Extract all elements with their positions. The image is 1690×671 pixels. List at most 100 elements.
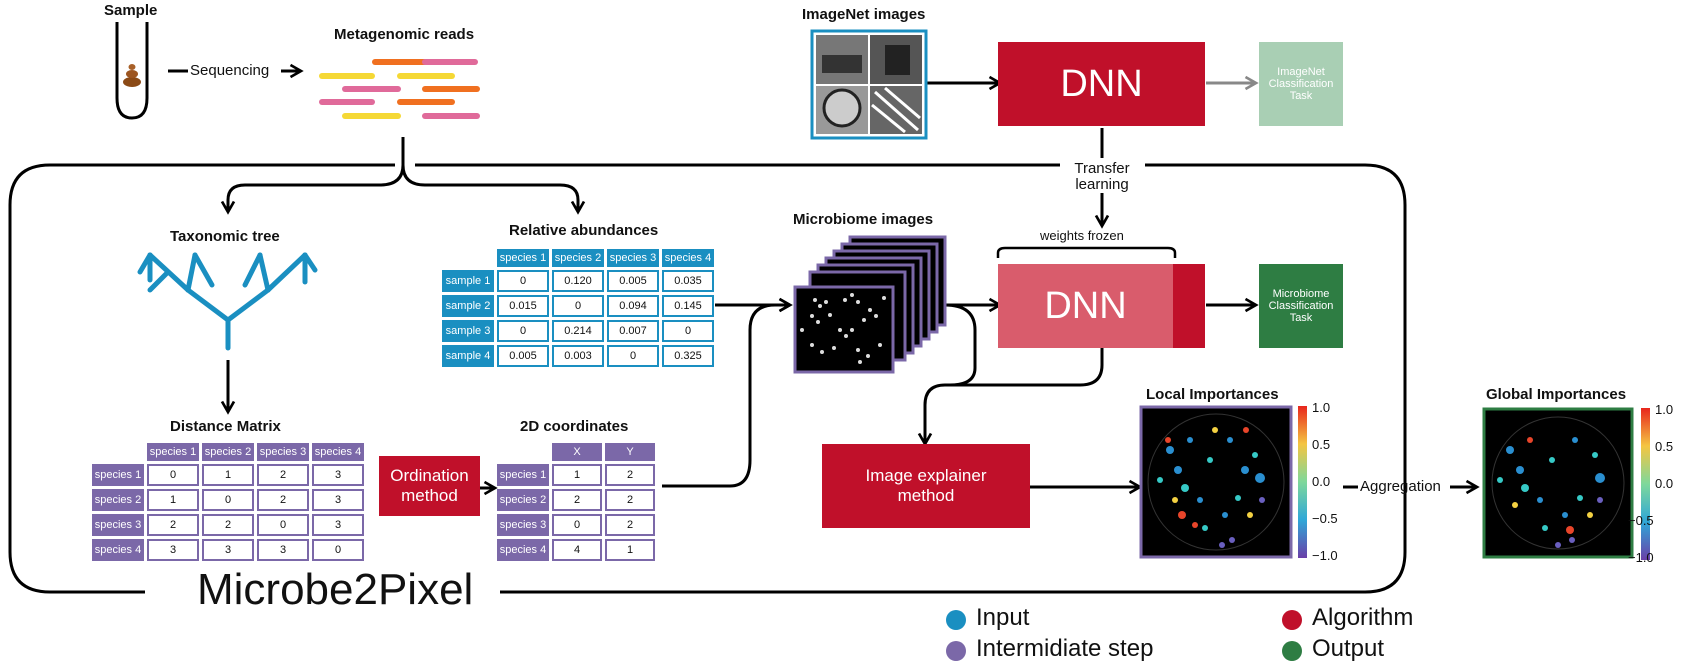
table-header: species 4 <box>662 249 714 267</box>
row-label: species 1 <box>497 464 549 486</box>
sample-label: Sample <box>104 2 158 19</box>
table-header: species 3 <box>607 249 659 267</box>
table-cell: 2 <box>147 514 199 536</box>
table-cell: 0.035 <box>662 270 714 292</box>
cbar-tick: 1.0 <box>1655 402 1674 417</box>
aggregation-label: Aggregation <box>1360 478 1441 495</box>
table-row: species 4 3 3 3 0 <box>92 539 364 561</box>
legend-label-input: Input <box>976 604 1030 631</box>
cbar-tick: −0.5 <box>1628 513 1654 528</box>
dnn-finetune-box: DNN <box>998 264 1173 348</box>
table-cell: 0 <box>662 320 714 342</box>
table-cell: 0.094 <box>607 295 659 317</box>
global-importances-label: Global Importances <box>1486 386 1627 403</box>
legend-label-algorithm: Algorithm <box>1312 604 1414 631</box>
table-row: species 3 2 2 0 3 <box>92 514 364 536</box>
diagram-title: Microbe2Pixel <box>197 565 474 614</box>
table-row: species 2 1 0 2 3 <box>92 489 364 511</box>
legend-label-intermediate: Intermidiate step <box>976 635 1154 662</box>
imagenet-classification-task-box: ImageNet Classification Task <box>1259 42 1343 126</box>
cbar-tick: 0.0 <box>1312 474 1331 489</box>
cbar-tick: 1.0 <box>1312 400 1331 415</box>
cbar-tick: 0.5 <box>1655 439 1674 454</box>
transfer-label: Transfer <box>1074 160 1130 177</box>
table-row: species 3 0 2 <box>497 514 655 536</box>
dnn-pretrained-box: DNN <box>998 42 1205 126</box>
table-cell: 0 <box>497 270 549 292</box>
local-colorbar <box>1298 406 1307 558</box>
imagenet-images-thumbnail <box>810 29 928 140</box>
table-row: sample 2 0.015 0 0.094 0.145 <box>442 295 714 317</box>
table-cell: 0.003 <box>552 345 604 367</box>
row-label: sample 3 <box>442 320 494 342</box>
table-cell: 2 <box>202 514 254 536</box>
row-label: sample 4 <box>442 345 494 367</box>
table-cell: 0 <box>497 320 549 342</box>
row-label: species 1 <box>92 464 144 486</box>
row-label: species 2 <box>497 489 549 511</box>
coordinates-2d-table: X Y species 1 1 2 species 2 2 2 species … <box>494 440 658 564</box>
legend-dot-intermediate <box>946 641 966 661</box>
table-cell: 0 <box>202 489 254 511</box>
ordination-method-box: Ordination method <box>379 456 480 516</box>
table-cell: 2 <box>552 489 602 511</box>
row-label: species 2 <box>92 489 144 511</box>
table-header: species 4 <box>312 443 364 461</box>
distance-matrix-table: species 1 species 2 species 3 species 4 … <box>89 440 367 564</box>
table-cell: 0.007 <box>607 320 659 342</box>
table-cell: 2 <box>257 464 309 486</box>
microbiome-image-stack <box>793 235 947 374</box>
table-cell: 3 <box>312 464 364 486</box>
table-cell: 2 <box>605 464 655 486</box>
microbiome-images-label: Microbiome images <box>793 211 934 228</box>
row-label: sample 2 <box>442 295 494 317</box>
row-label: species 3 <box>497 514 549 536</box>
table-cell: 2 <box>605 489 655 511</box>
table-cell: 3 <box>257 539 309 561</box>
cbar-tick: 0.5 <box>1312 437 1331 452</box>
legend-dot-output <box>1282 641 1302 661</box>
taxonomic-tree-label: Taxonomic tree <box>170 228 280 245</box>
table-cell: 1 <box>552 464 602 486</box>
weights-frozen-label: weights frozen <box>1040 228 1124 243</box>
row-label: species 4 <box>497 539 549 561</box>
microbiome-classification-task-box: Microbiome Classification Task <box>1259 264 1343 348</box>
table-cell: 0 <box>312 539 364 561</box>
table-cell: 0.005 <box>607 270 659 292</box>
table-cell: 3 <box>312 489 364 511</box>
table-cell: 0.145 <box>662 295 714 317</box>
metagenomic-reads-label: Metagenomic reads <box>334 26 475 43</box>
table-header: species 1 <box>147 443 199 461</box>
relative-abundance-table: species 1 species 2 species 3 species 4 … <box>439 246 717 370</box>
table-header: species 2 <box>202 443 254 461</box>
row-label: species 3 <box>92 514 144 536</box>
table-cell: 0 <box>552 514 602 536</box>
coordinates-2d-label: 2D coordinates <box>520 418 629 435</box>
imagenet-images-label: ImageNet images <box>802 6 926 23</box>
legend-label-output: Output <box>1312 635 1385 662</box>
distance-matrix-label: Distance Matrix <box>170 418 281 435</box>
test-tube-icon <box>115 22 149 120</box>
table-cell: 0 <box>552 295 604 317</box>
cbar-tick: −0.5 <box>1312 511 1338 526</box>
table-cell: 0 <box>257 514 309 536</box>
table-header: species 3 <box>257 443 309 461</box>
table-row: species 1 1 2 <box>497 464 655 486</box>
table-cell: 3 <box>147 539 199 561</box>
cbar-tick: 0.0 <box>1655 476 1674 491</box>
legend-dot-input <box>946 610 966 630</box>
row-label: species 4 <box>92 539 144 561</box>
table-row: species 1 0 1 2 3 <box>92 464 364 486</box>
relative-abundances-label: Relative abundances <box>509 222 659 239</box>
table-row: species 4 4 1 <box>497 539 655 561</box>
global-colorbar <box>1641 408 1650 560</box>
table-row: species 2 2 2 <box>497 489 655 511</box>
table-cell: 4 <box>552 539 602 561</box>
table-cell: 2 <box>257 489 309 511</box>
dnn-frozen-head <box>1173 264 1205 348</box>
table-header: Y <box>605 443 655 461</box>
legend-dot-algorithm <box>1282 610 1302 630</box>
row-label: sample 1 <box>442 270 494 292</box>
table-cell: 0.120 <box>552 270 604 292</box>
